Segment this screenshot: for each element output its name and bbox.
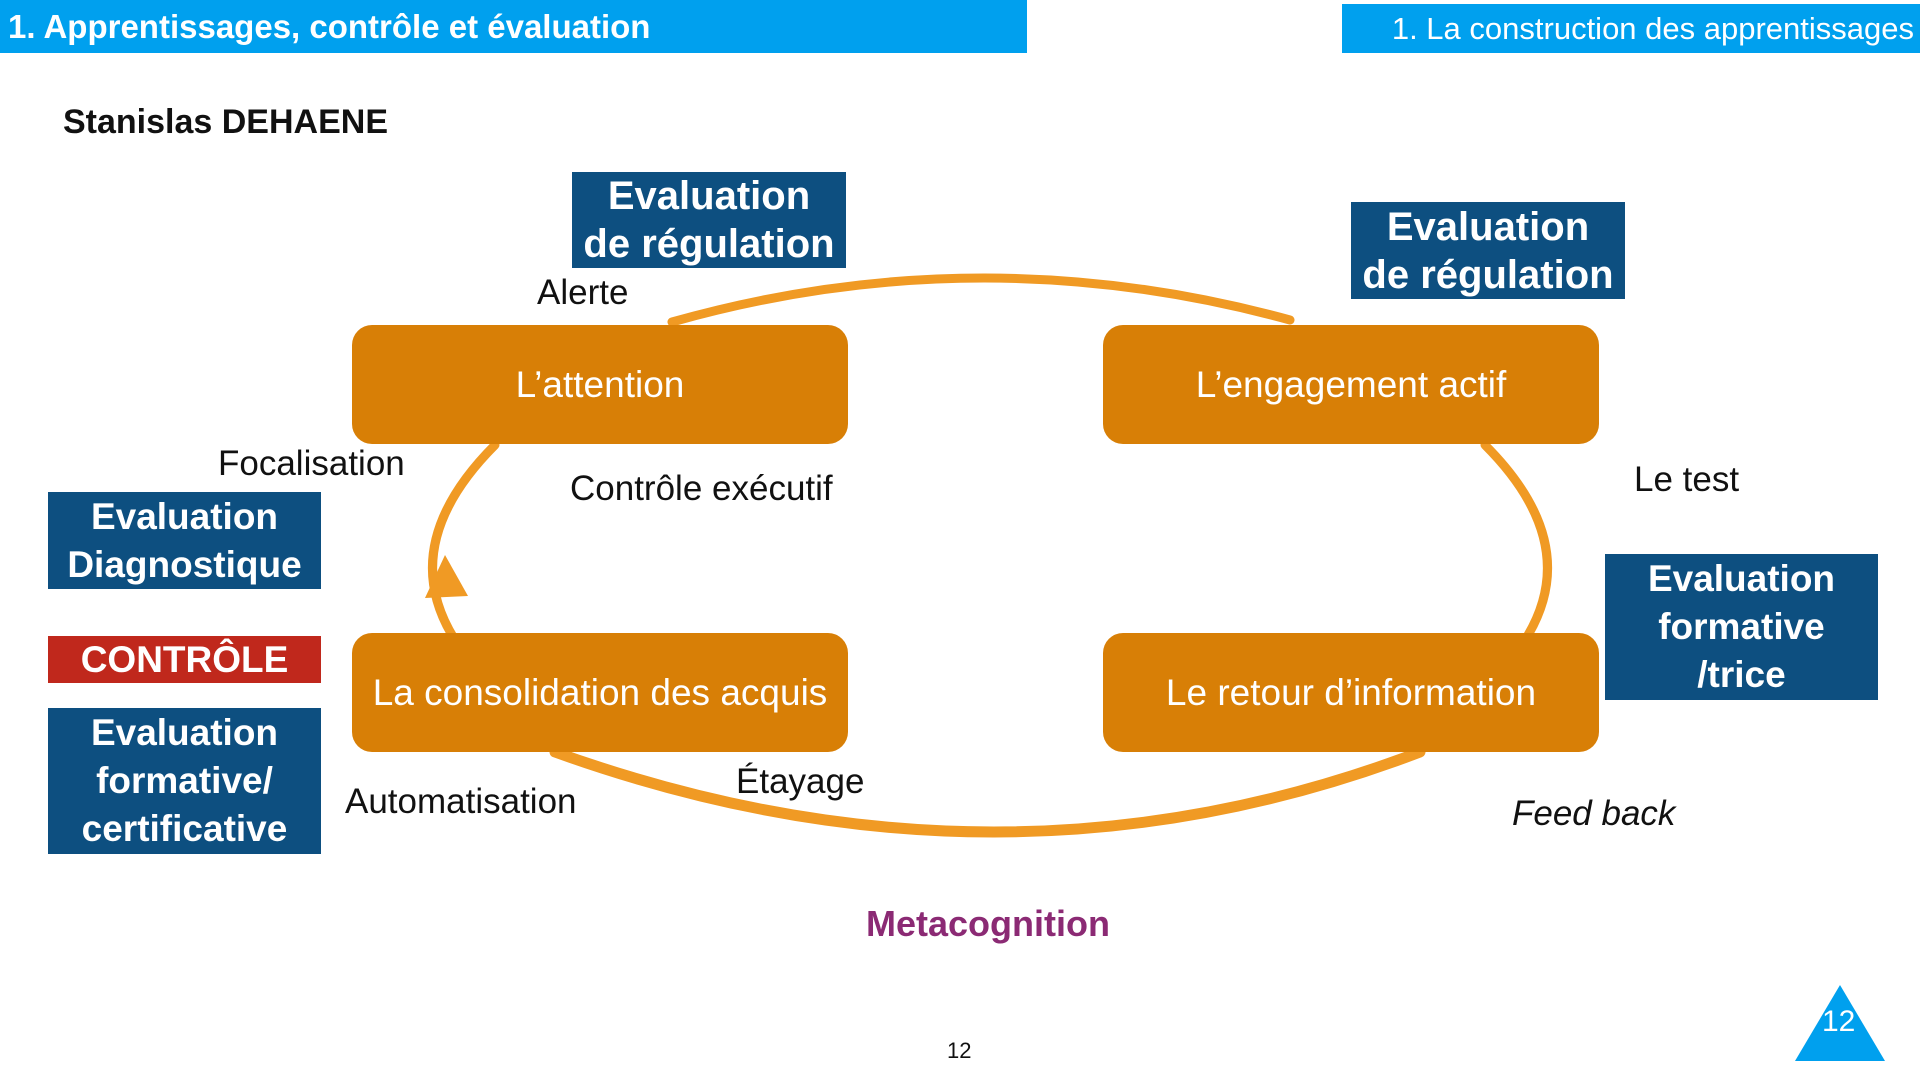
- section-title: 1. Apprentissages, contrôle et évaluatio…: [8, 8, 651, 45]
- label-etayage: Étayage: [736, 762, 865, 801]
- evaluation-regulation-right: Evaluation de régulation: [1351, 202, 1625, 299]
- metacognition-label: Metacognition: [866, 903, 1110, 944]
- evaluation-diagnostique: Evaluation Diagnostique: [48, 492, 321, 589]
- page-number: 12: [947, 1038, 972, 1063]
- stage-retour-information: Le retour d’information: [1103, 633, 1599, 752]
- stage-engagement-actif: L’engagement actif: [1103, 325, 1599, 444]
- label-focalisation: Focalisation: [218, 444, 405, 483]
- page-badge-triangle: [1795, 985, 1885, 1061]
- stage-consolidation-label: La consolidation des acquis: [372, 671, 828, 713]
- cycle-arc-top: [667, 273, 1295, 327]
- controle-badge: CONTRÔLE: [48, 636, 321, 683]
- cycle-arrowhead: [425, 555, 468, 598]
- evaluation-formative-certificative: Evaluation formative/ certificative: [48, 708, 321, 854]
- subsection-title-bar: 1. La construction des apprentissages: [1342, 4, 1920, 53]
- label-automatisation: Automatisation: [345, 782, 577, 821]
- stage-retour-label: Le retour d’information: [1165, 671, 1537, 713]
- controle-label: CONTRÔLE: [80, 638, 289, 680]
- evaluation-formative-trice: Evaluation formative /trice: [1605, 554, 1878, 700]
- author-name: Stanislas DEHAENE: [63, 103, 388, 141]
- cycle-arc-left: [428, 440, 500, 645]
- stage-consolidation: La consolidation des acquis: [352, 633, 848, 752]
- page-badge-number: 12: [1822, 1005, 1856, 1038]
- subsection-title: 1. La construction des apprentissages: [1391, 11, 1914, 46]
- stage-attention-label: L’attention: [515, 363, 685, 405]
- stage-engagement-label: L’engagement actif: [1195, 363, 1507, 405]
- label-le-test: Le test: [1634, 460, 1740, 499]
- evaluation-regulation-left: Evaluation de régulation: [572, 172, 846, 268]
- label-controle-executif: Contrôle exécutif: [570, 469, 833, 508]
- cycle-arc-right: [1480, 440, 1552, 645]
- cycle-arc-bottom: [549, 746, 1426, 838]
- section-title-bar: 1. Apprentissages, contrôle et évaluatio…: [0, 0, 1027, 53]
- label-alerte: Alerte: [537, 273, 629, 312]
- stage-attention: L’attention: [352, 325, 848, 444]
- label-feed-back: Feed back: [1512, 794, 1676, 833]
